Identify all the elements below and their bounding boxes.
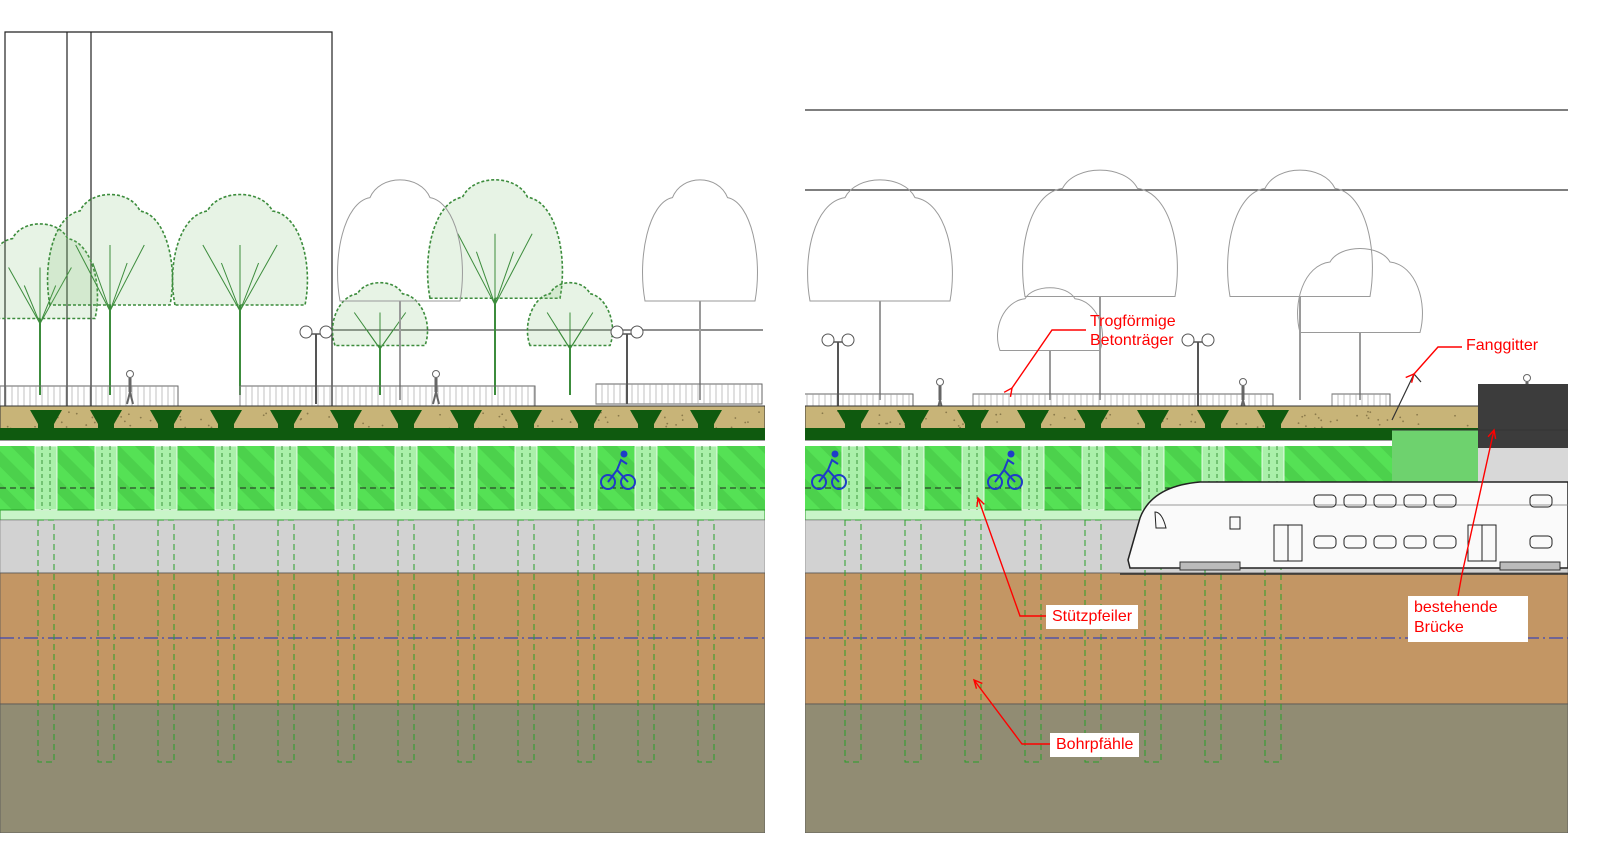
support-pillar: [515, 446, 537, 510]
tree-right-4: [1298, 249, 1423, 401]
leader-arrowhead-0: [1004, 388, 1012, 397]
tree-left-5: [527, 283, 612, 395]
tree-left-3: [332, 283, 427, 395]
pedestrian-left-1: [127, 371, 134, 405]
support-pillar: [1082, 446, 1104, 510]
panel-gap: [765, 0, 805, 863]
bottom-margin: [0, 833, 1608, 863]
label-girders: Trogförmige Betonträger: [1090, 312, 1176, 350]
support-pillar: [155, 446, 177, 510]
support-pillar: [35, 446, 57, 510]
tree-right-0: [808, 180, 953, 400]
support-pillar: [1022, 446, 1044, 510]
deep-soil-layer: [0, 704, 765, 833]
label-barrier: Fanggitter: [1466, 336, 1538, 356]
label-piles: Bohrpfähle: [1050, 733, 1139, 757]
leader-barrier: [1414, 347, 1462, 374]
railing-left-1: [0, 386, 178, 406]
support-pillar: [215, 446, 237, 510]
support-pillar: [575, 446, 597, 510]
support-pillar: [902, 446, 924, 510]
tree-left-outline-1: [643, 180, 758, 400]
support-pillar: [275, 446, 297, 510]
support-pillar: [335, 446, 357, 510]
gravel-layer: [0, 520, 765, 573]
support-pillar: [695, 446, 717, 510]
label-pillars: Stützpfeiler: [1046, 605, 1138, 629]
tree-right-3: [998, 288, 1103, 400]
support-pillar: [455, 446, 477, 510]
pedestrian-left-2: [433, 371, 440, 405]
tree-right-1: [1023, 170, 1178, 400]
tree-right-2: [1228, 170, 1373, 400]
railing-left-2: [240, 386, 535, 406]
double-deck-train: [1120, 482, 1568, 574]
tree-left-4: [428, 180, 563, 395]
label-existing-bridge: bestehende Brücke: [1408, 596, 1528, 642]
support-pillar: [95, 446, 117, 510]
street-lamp-right-2: [1182, 334, 1214, 412]
railing-left-3: [596, 384, 762, 404]
tree-left-2: [173, 195, 308, 396]
deep-soil-layer: [805, 704, 1568, 833]
tree-left-1: [48, 195, 173, 396]
support-pillar: [635, 446, 657, 510]
support-pillar: [395, 446, 417, 510]
street-lamp-left-1: [300, 326, 332, 404]
right-margin: [1568, 0, 1608, 863]
existing-bridge: [1392, 384, 1568, 488]
